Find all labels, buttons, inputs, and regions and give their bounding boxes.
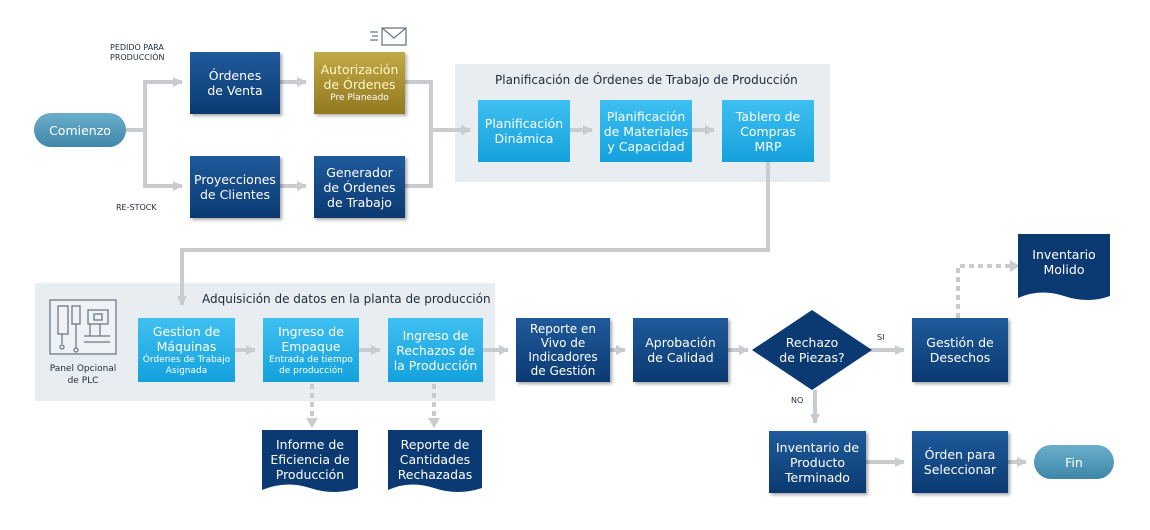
doc-inventario-molido — [1018, 234, 1110, 300]
node-autorizacion: Autorización de Órdenes Pre Planeado — [314, 52, 405, 114]
node-gestion-desechos: Gestión de Desechos — [912, 318, 1008, 382]
node-tablero-label: Tablero de Compras MRP — [735, 108, 801, 154]
node-fin: Fin — [1034, 445, 1114, 479]
node-gestion-maquinas-label: Gestion de Máquinas — [152, 323, 221, 354]
node-fin-label: Fin — [1065, 454, 1083, 470]
node-gestion-desechos-label: Gestión de Desechos — [926, 335, 994, 365]
planning-group-title: Planificación de Órdenes de Trabajo de P… — [495, 73, 798, 87]
node-autorizacion-label: Autorización de Órdenes — [320, 62, 399, 92]
acquisition-group-title: Adquisición de datos en la planta de pro… — [202, 292, 491, 306]
node-gestion-maquinas: Gestion de Máquinas Órdenes de Trabajo A… — [138, 318, 235, 382]
node-reporte-cantidades-label: Reporte de Cantidades Rechazadas — [397, 436, 473, 482]
node-ordenes-venta: Órdenes de Venta — [190, 52, 280, 114]
node-reporte-cantidades: Reporte de Cantidades Rechazadas — [388, 434, 482, 484]
node-proyecciones-label: Proyecciones de Clientes — [194, 172, 276, 202]
node-orden-seleccionar-label: Órden para Seleccionar — [923, 447, 997, 477]
plc-circuit-icon — [49, 299, 117, 355]
label-restock: RE-STOCK — [116, 203, 157, 212]
arrowhead-molido — [1010, 260, 1020, 272]
node-tablero: Tablero de Compras MRP — [722, 100, 814, 162]
node-ingreso-empaque-label: Ingreso de Empaque — [278, 323, 344, 354]
node-ingreso-rechazos: Ingreso de Rechazos de la Producción — [388, 318, 483, 382]
node-ingreso-empaque-sub: Entrada de tiempo de producción — [269, 354, 353, 376]
arrowhead-cantidades — [428, 418, 440, 428]
node-plan-dinamica-label: Planificación Dinámica — [484, 116, 564, 146]
node-ordenes-venta-label: Órdenes de Venta — [207, 68, 263, 98]
node-reporte-vivo: Reporte en Vivo de Indicadores de Gestió… — [516, 318, 610, 382]
node-informe-eficiencia: Informe de Eficiencia de Producción — [262, 434, 358, 484]
node-plan-materiales: Planificación de Materiales y Capacidad — [600, 100, 692, 162]
node-comienzo-label: Comienzo — [49, 122, 111, 138]
node-comienzo: Comienzo — [34, 113, 126, 147]
node-rechazo-piezas-label: Rechazo de Piezas? — [779, 335, 845, 365]
node-inventario-producto-label: Inventario de Producto Terminado — [775, 439, 860, 485]
node-inventario-producto: Inventario de Producto Terminado — [769, 431, 866, 493]
node-gestion-maquinas-sub: Órdenes de Trabajo Asignada — [142, 354, 231, 376]
node-aprobacion: Aprobación de Calidad — [633, 318, 728, 382]
label-pedido-produccion: PEDIDO PARA PRODUCCIÓN — [110, 43, 165, 62]
connector-desechos-molido — [956, 264, 1010, 318]
node-orden-seleccionar: Órden para Seleccionar — [912, 431, 1008, 493]
node-inventario-molido-label: Inventario Molido — [1032, 247, 1096, 277]
node-proyecciones: Proyecciones de Clientes — [190, 156, 280, 218]
label-no: NO — [791, 396, 804, 405]
connector-comienzo-ventas — [126, 77, 183, 132]
node-inventario-molido: Inventario Molido — [1018, 238, 1110, 286]
node-generador-label: Generador de Órdenes de Trabajo — [323, 164, 396, 210]
doc-reporte-cantidades — [388, 430, 482, 492]
node-ingreso-empaque: Ingreso de Empaque Entrada de tiempo de … — [263, 318, 359, 382]
connector-comienzo-proyecciones — [143, 130, 183, 191]
node-plan-dinamica: Planificación Dinámica — [478, 100, 570, 162]
node-reporte-vivo-label: Reporte en Vivo de Indicadores de Gestió… — [528, 322, 598, 378]
decision-diamond — [752, 310, 872, 390]
connector-tablero-maquinas — [177, 162, 770, 306]
node-informe-eficiencia-label: Informe de Eficiencia de Producción — [270, 436, 350, 482]
arrowhead-informe — [306, 418, 318, 428]
doc-informe-eficiencia — [262, 430, 358, 492]
node-generador: Generador de Órdenes de Trabajo — [314, 156, 405, 218]
node-plan-materiales-label: Planificación de Materiales y Capacidad — [603, 108, 689, 154]
envelope-icon — [370, 27, 407, 46]
node-ingreso-rechazos-label: Ingreso de Rechazos de la Producción — [393, 327, 478, 373]
node-aprobacion-label: Aprobación de Calidad — [645, 335, 716, 365]
node-autorizacion-sub: Pre Planeado — [330, 93, 389, 103]
connector-merge — [405, 80, 433, 188]
node-rechazo-piezas: Rechazo de Piezas? — [762, 326, 862, 374]
label-si: SI — [877, 333, 885, 342]
label-panel-plc: Panel Opcional de PLC — [49, 364, 117, 386]
